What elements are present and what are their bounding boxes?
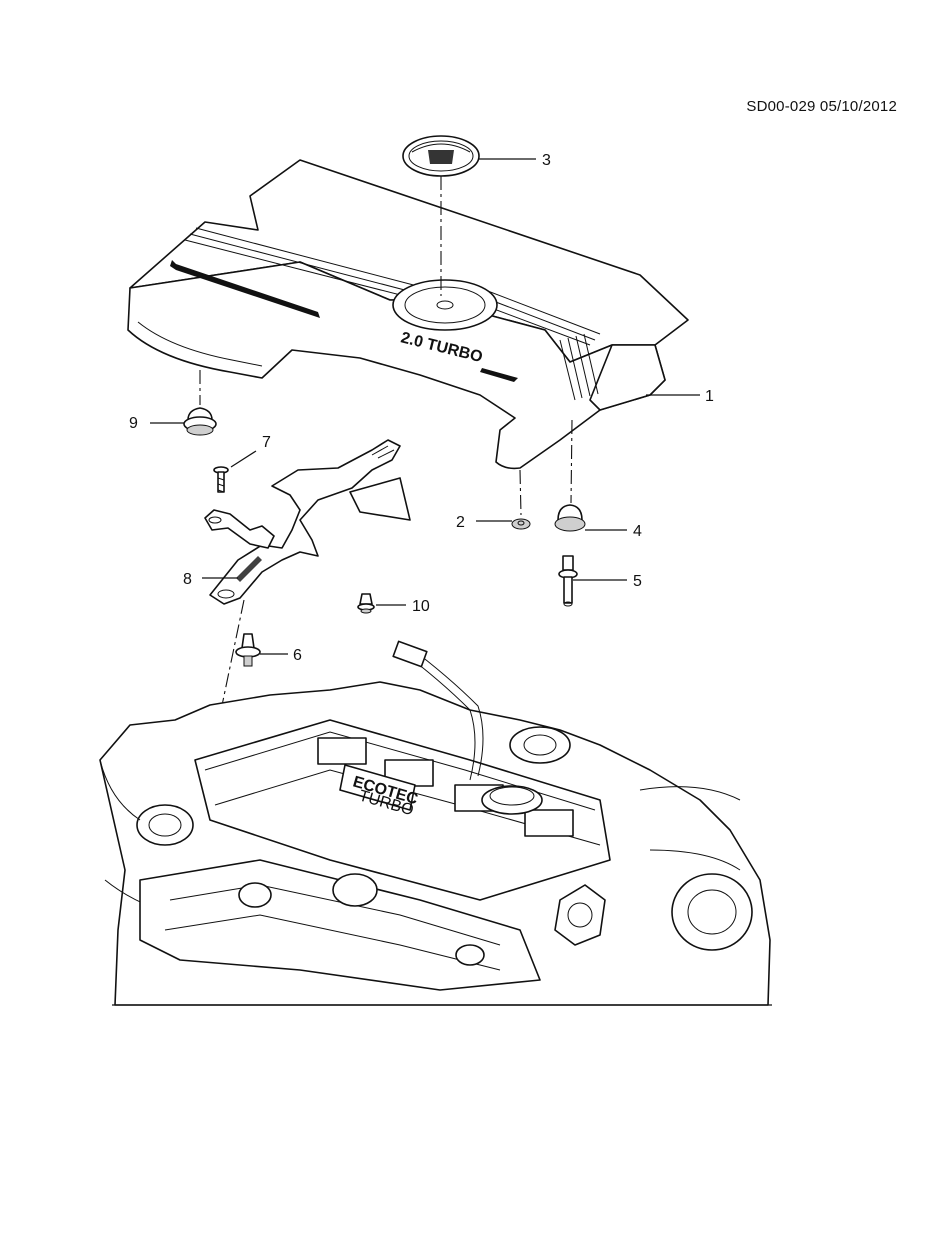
callout-1: 1 — [705, 388, 714, 405]
callout-8: 8 — [183, 571, 192, 588]
callout-6: 6 — [293, 647, 302, 664]
callout-4: 4 — [633, 523, 642, 540]
grommet-9[interactable] — [183, 407, 217, 436]
emblem-badge[interactable] — [402, 135, 480, 177]
bolt-7[interactable] — [213, 466, 229, 493]
engine-assembly: ECOTEC TURBO — [99, 640, 772, 1006]
bracket-8[interactable] — [204, 439, 411, 605]
engine-cover[interactable]: 2.0 TURBO — [127, 159, 689, 470]
push-pin-6[interactable] — [235, 633, 261, 667]
washer-2[interactable] — [511, 518, 531, 530]
callout-10: 10 — [412, 598, 430, 615]
callout-7: 7 — [262, 434, 271, 451]
clip-10[interactable] — [357, 593, 375, 614]
callout-5: 5 — [633, 573, 642, 590]
stud-5[interactable] — [558, 555, 578, 607]
callout-3: 3 — [542, 152, 551, 169]
drawing-reference: SD00-029 05/10/2012 — [746, 98, 897, 115]
grommet-4[interactable] — [554, 504, 586, 532]
callout-9: 9 — [129, 415, 138, 432]
callout-2: 2 — [456, 514, 465, 531]
